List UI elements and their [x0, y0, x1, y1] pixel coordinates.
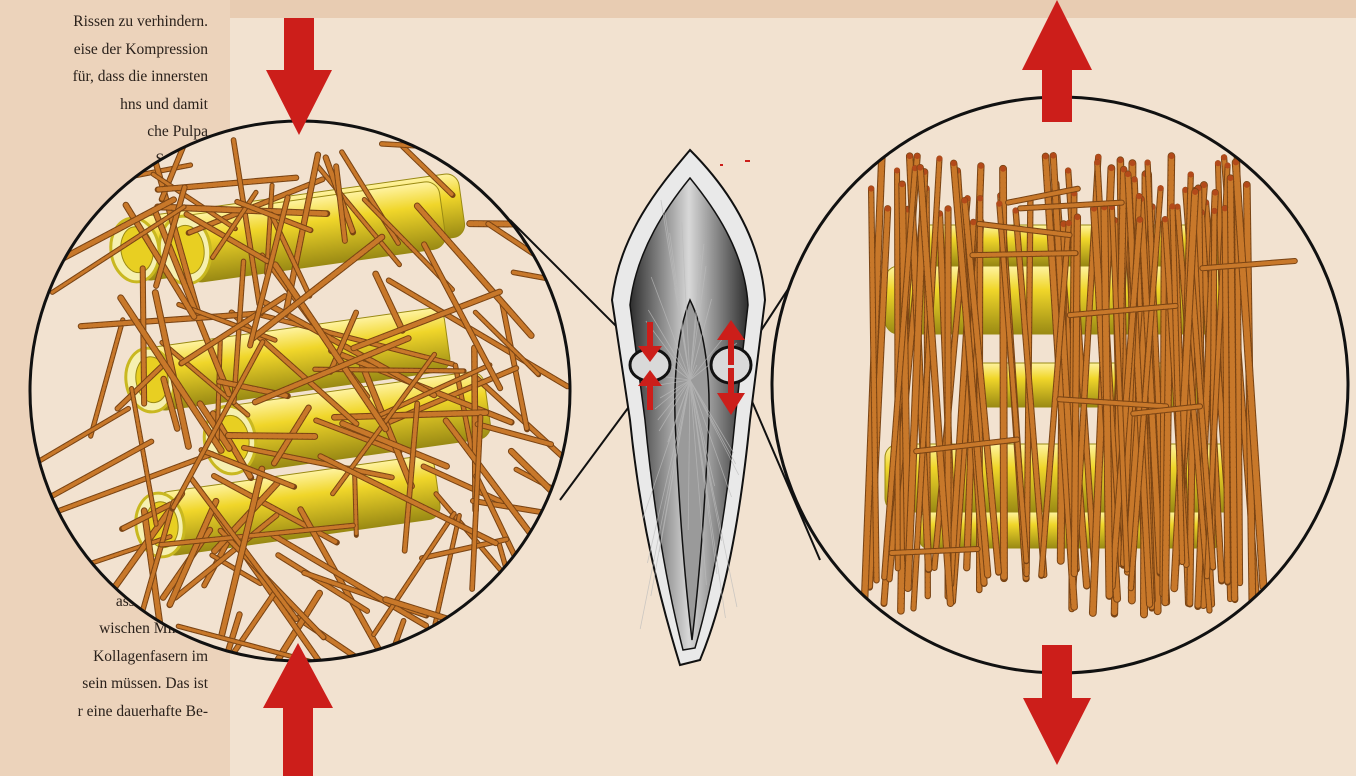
fibre-tip — [1227, 175, 1233, 181]
collagen-fibre — [435, 636, 552, 680]
fibre-tip — [1065, 168, 1071, 174]
collagen-fibre — [470, 224, 655, 226]
fibre-tip — [1192, 189, 1198, 195]
fibre-tip — [894, 168, 900, 174]
fibre-tip — [996, 201, 1002, 207]
fibre-tip — [936, 156, 942, 162]
up-arrow — [263, 643, 333, 776]
fibre-tip — [1212, 190, 1218, 196]
right-tension-panel — [772, 97, 1348, 673]
tooth-cross-section — [612, 150, 765, 665]
collagen-fibre — [512, 143, 657, 188]
fibre-tip — [1225, 163, 1231, 169]
fibre-tip — [885, 206, 891, 212]
fibre-tip — [1095, 154, 1101, 160]
fibre-tip — [1050, 153, 1056, 159]
fibre-tip — [1000, 166, 1006, 172]
fibre-tip — [868, 186, 874, 192]
fibre-tip — [978, 163, 984, 169]
fibre-tip — [1168, 153, 1174, 159]
fibre-tip — [1215, 160, 1221, 166]
collagen-fibre — [435, 636, 552, 680]
fibre-tip — [977, 195, 983, 201]
fibre-tip — [1117, 157, 1123, 163]
fibre-tip — [1132, 177, 1138, 183]
fibre-tip — [917, 165, 923, 171]
fibre-tip — [1145, 160, 1151, 166]
fibre-tip — [1158, 185, 1164, 191]
fibre-tip — [1244, 182, 1250, 188]
fibre-tip — [1188, 172, 1194, 178]
fibre-tip — [1129, 160, 1135, 166]
fibre-tip — [945, 206, 951, 212]
collagen-fibre — [512, 143, 657, 188]
fibre-tip — [907, 153, 913, 159]
fibre-tip — [914, 153, 920, 159]
fibre-tip — [1162, 216, 1168, 222]
collagen-fibre — [1074, 217, 1077, 573]
fibre-tip — [1136, 193, 1142, 199]
collagen-fibre — [972, 253, 1075, 255]
fibre-tip — [962, 197, 968, 203]
collagen-fibre — [519, 147, 605, 153]
collagen-fibre — [519, 147, 605, 153]
down-arrow — [266, 18, 332, 135]
fibre-tip — [1137, 217, 1143, 223]
collagen-fibre — [228, 435, 314, 436]
fibre-tip — [899, 181, 905, 187]
fibre-tip — [970, 219, 976, 225]
fibre-tip — [1108, 165, 1114, 171]
fibre-tip — [1043, 153, 1049, 159]
fibre-tip — [1066, 220, 1072, 226]
fibre-tip — [1211, 208, 1217, 214]
fibre-tip — [951, 160, 957, 166]
fibre-tip — [1169, 203, 1175, 209]
fibre-tip — [1221, 154, 1227, 160]
fibre-tip — [1094, 159, 1100, 165]
fibre-tip — [1074, 214, 1080, 220]
fibre-tip — [1125, 171, 1131, 177]
left-compression-panel — [0, 121, 686, 749]
